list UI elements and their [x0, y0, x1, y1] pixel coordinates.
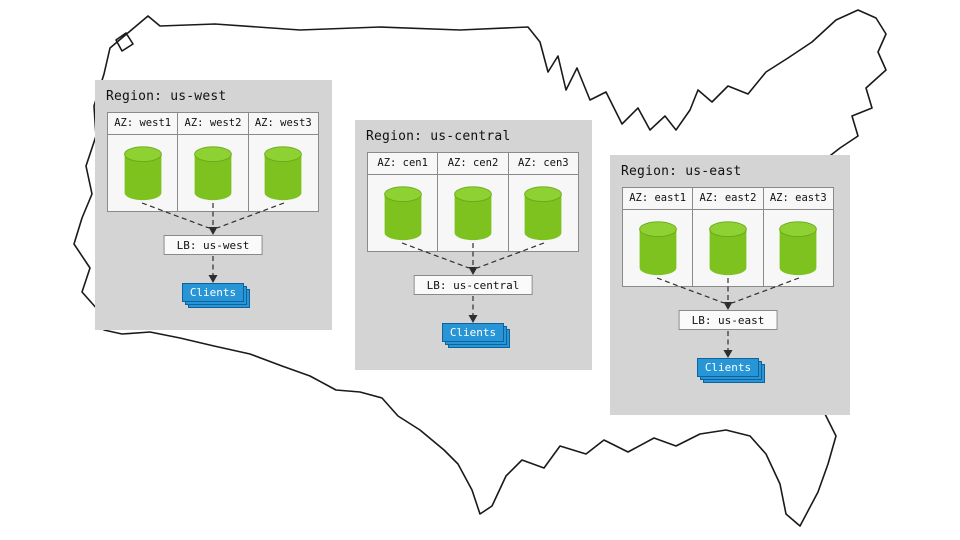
az-table: AZ: east1 AZ: east2 AZ: — [622, 187, 834, 287]
az-zone — [764, 210, 833, 286]
az-column: AZ: east3 — [762, 188, 833, 286]
database-cylinder-icon — [383, 185, 422, 240]
az-label: AZ: east2 — [693, 188, 763, 210]
database-cylinder-icon — [779, 220, 818, 275]
region-card-us-east: Region: us-east AZ: east1 AZ: east2 — [610, 155, 850, 415]
az-column: AZ: cen1 — [368, 153, 438, 251]
az-zone — [509, 175, 578, 251]
load-balancer-box: LB: us-east — [678, 310, 778, 330]
database-cylinder-icon — [524, 185, 563, 240]
az-label: AZ: cen2 — [438, 153, 508, 175]
clients-label: Clients — [182, 283, 244, 302]
az-column: AZ: west1 — [108, 113, 178, 211]
az-label: AZ: cen1 — [368, 153, 438, 175]
load-balancer-box: LB: us-central — [413, 275, 533, 295]
region-card-us-central: Region: us-central AZ: cen1 AZ: cen2 — [355, 120, 592, 370]
az-label: AZ: east1 — [623, 188, 693, 210]
az-column: AZ: west2 — [177, 113, 248, 211]
clients-box: Clients — [182, 283, 250, 308]
clients-label: Clients — [697, 358, 759, 377]
az-column: AZ: east2 — [692, 188, 763, 286]
az-label: AZ: east3 — [763, 188, 833, 210]
clients-box: Clients — [442, 323, 510, 348]
database-cylinder-icon — [123, 145, 162, 200]
az-zone — [438, 175, 507, 251]
az-label: AZ: cen3 — [508, 153, 578, 175]
database-cylinder-icon — [264, 145, 303, 200]
load-balancer-box: LB: us-west — [163, 235, 263, 255]
region-title: Region: us-west — [106, 89, 227, 104]
az-zone — [368, 175, 437, 251]
az-label: AZ: west2 — [178, 113, 248, 135]
az-table: AZ: cen1 AZ: cen2 AZ: ce — [367, 152, 579, 252]
region-card-us-west: Region: us-west AZ: west1 AZ: west2 — [95, 80, 332, 330]
az-zone — [249, 135, 318, 211]
az-column: AZ: west3 — [247, 113, 318, 211]
az-zone — [623, 210, 692, 286]
az-table: AZ: west1 AZ: west2 AZ: — [107, 112, 319, 212]
database-cylinder-icon — [194, 145, 232, 200]
database-cylinder-icon — [709, 220, 747, 275]
az-label: AZ: west1 — [108, 113, 178, 135]
database-cylinder-icon — [454, 185, 492, 240]
clients-label: Clients — [442, 323, 504, 342]
az-zone — [108, 135, 177, 211]
az-column: AZ: east1 — [623, 188, 693, 286]
region-title: Region: us-central — [366, 129, 511, 144]
az-zone — [178, 135, 247, 211]
clients-box: Clients — [697, 358, 765, 383]
az-zone — [693, 210, 762, 286]
az-column: AZ: cen3 — [507, 153, 578, 251]
database-cylinder-icon — [638, 220, 677, 275]
az-label: AZ: west3 — [248, 113, 318, 135]
region-title: Region: us-east — [621, 164, 742, 179]
az-column: AZ: cen2 — [437, 153, 508, 251]
